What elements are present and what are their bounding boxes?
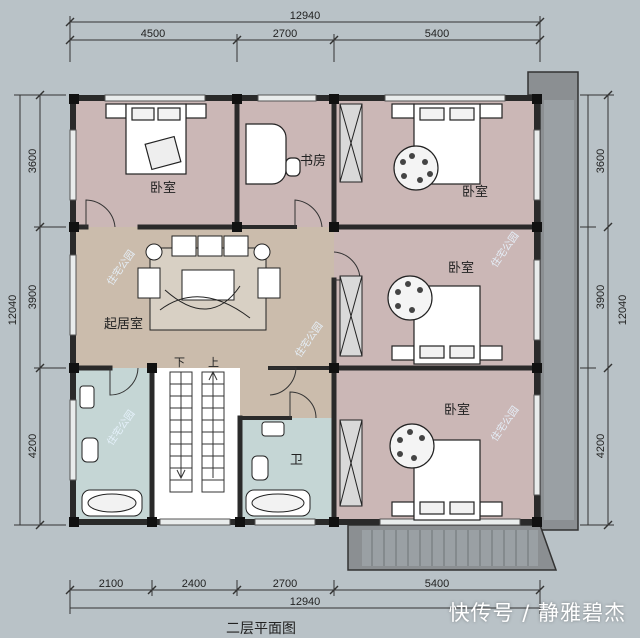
dim-left-total: 12040 [7, 295, 19, 326]
label-bedroom-middle-right: 卧室 [448, 260, 474, 276]
dim-right-3: 4200 [595, 434, 607, 458]
dim-top-3: 5400 [425, 28, 449, 40]
living-furniture [138, 236, 280, 330]
dim-bottom-2: 2400 [182, 578, 206, 590]
label-stair-up: 上 [208, 356, 219, 369]
dim-right-2: 3900 [595, 285, 607, 309]
dim-left-1: 3600 [27, 149, 39, 173]
dim-bottom-total: 12940 [290, 596, 321, 608]
balcony-bottom [348, 525, 556, 570]
dim-left-3: 4200 [27, 434, 39, 458]
label-study: 书房 [300, 153, 326, 169]
label-bedroom-bottom-right: 卧室 [444, 402, 470, 418]
credit-text: 快传号 / 静雅碧杰 [449, 597, 626, 627]
dim-bottom-4: 5400 [425, 578, 449, 590]
wardrobes [340, 104, 362, 506]
label-bedroom-top-right: 卧室 [462, 184, 488, 200]
dim-top-total: 12940 [290, 10, 321, 22]
label-stair-down: 下 [174, 356, 185, 369]
label-bathroom: 卫 [290, 453, 303, 468]
dim-bottom-3: 2700 [273, 578, 297, 590]
dim-right-1: 3600 [595, 149, 607, 173]
dim-right-total: 12040 [617, 295, 629, 326]
label-living-room: 起居室 [104, 316, 143, 332]
dim-top-2: 2700 [273, 28, 297, 40]
label-bedroom-top-left: 卧室 [150, 180, 176, 196]
room-fill-stair [152, 368, 240, 519]
dim-top-1: 4500 [141, 28, 165, 40]
room-fill-hall-lower [240, 368, 334, 418]
dim-left-2: 3900 [27, 285, 39, 309]
dim-bottom-1: 2100 [99, 578, 123, 590]
plan-title: 二层平面图 [226, 618, 296, 638]
